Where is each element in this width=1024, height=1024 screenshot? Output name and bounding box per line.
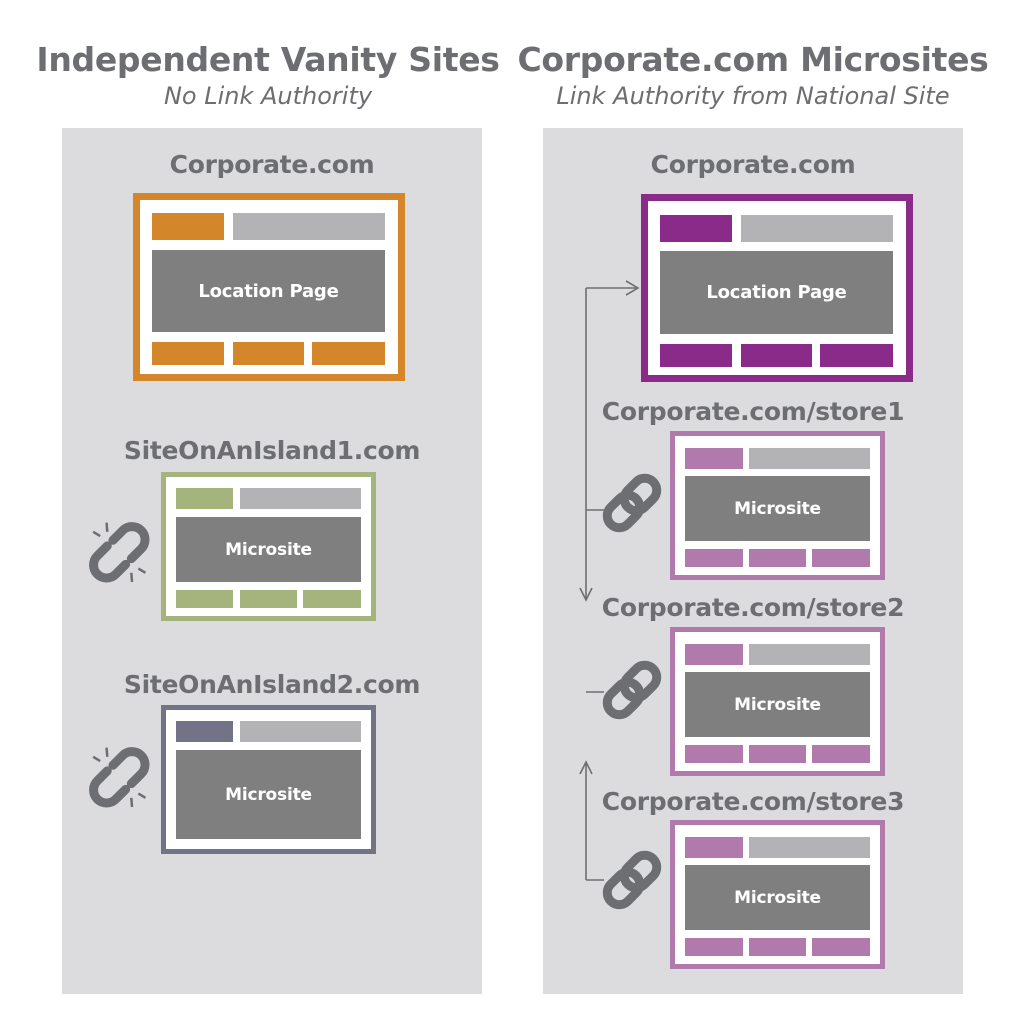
- footer-block: [240, 590, 297, 608]
- left-column-title: Independent Vanity Sites: [36, 40, 500, 79]
- footer-block: [303, 590, 361, 608]
- footer-block: [685, 938, 743, 956]
- content-area: Location Page: [152, 250, 385, 332]
- corporate-right-site-frame: Location Page: [641, 194, 913, 382]
- nav-bar: [240, 721, 361, 742]
- right-column-title: Corporate.com Microsites: [517, 40, 989, 79]
- content-area: Location Page: [660, 251, 893, 334]
- footer-block: [741, 344, 812, 367]
- content-area: Microsite: [176, 517, 361, 582]
- footer-block: [749, 938, 806, 956]
- content-area: Microsite: [685, 865, 870, 930]
- footer-block: [685, 549, 743, 567]
- footer-block: [749, 745, 806, 763]
- store2-site-frame: Microsite: [670, 627, 885, 776]
- content-area: Microsite: [685, 476, 870, 541]
- island2-site-frame: Microsite: [161, 705, 376, 854]
- logo-block: [685, 837, 743, 858]
- left-column-subtitle: No Link Authority: [163, 82, 373, 110]
- site-label-store2: Corporate.com/store2: [601, 593, 905, 622]
- site-label-store3: Corporate.com/store3: [601, 787, 905, 816]
- site-label-store1: Corporate.com/store1: [601, 397, 905, 426]
- footer-block: [685, 745, 743, 763]
- store3-site-frame: Microsite: [670, 820, 885, 969]
- footer-block: [812, 549, 870, 567]
- nav-bar: [240, 488, 361, 509]
- logo-block: [176, 488, 233, 509]
- footer-block: [233, 342, 304, 365]
- nav-bar: [749, 448, 870, 469]
- corporate-site-frame: Location Page: [133, 193, 405, 381]
- right-column-subtitle: Link Authority from National Site: [556, 82, 950, 110]
- nav-bar: [749, 644, 870, 665]
- logo-block: [685, 448, 743, 469]
- site-label-island2: SiteOnAnIsland2.com: [123, 670, 421, 699]
- content-area: Microsite: [176, 750, 361, 839]
- logo-block: [685, 644, 743, 665]
- site-label-corporate-right: Corporate.com: [650, 150, 856, 179]
- footer-block: [152, 342, 224, 365]
- footer-block: [312, 342, 385, 365]
- logo-block: [660, 215, 732, 242]
- footer-block: [812, 745, 870, 763]
- nav-bar: [749, 837, 870, 858]
- footer-block: [820, 344, 893, 367]
- footer-block: [749, 549, 806, 567]
- footer-block: [176, 590, 233, 608]
- logo-block: [152, 213, 224, 240]
- island1-site-frame: Microsite: [161, 472, 376, 621]
- site-label-island1: SiteOnAnIsland1.com: [123, 436, 421, 465]
- footer-block: [812, 938, 870, 956]
- nav-bar: [233, 213, 385, 240]
- site-label-corporate: Corporate.com: [169, 150, 375, 179]
- footer-block: [660, 344, 732, 367]
- store1-site-frame: Microsite: [670, 431, 885, 580]
- nav-bar: [741, 215, 893, 242]
- content-area: Microsite: [685, 672, 870, 737]
- logo-block: [176, 721, 233, 742]
